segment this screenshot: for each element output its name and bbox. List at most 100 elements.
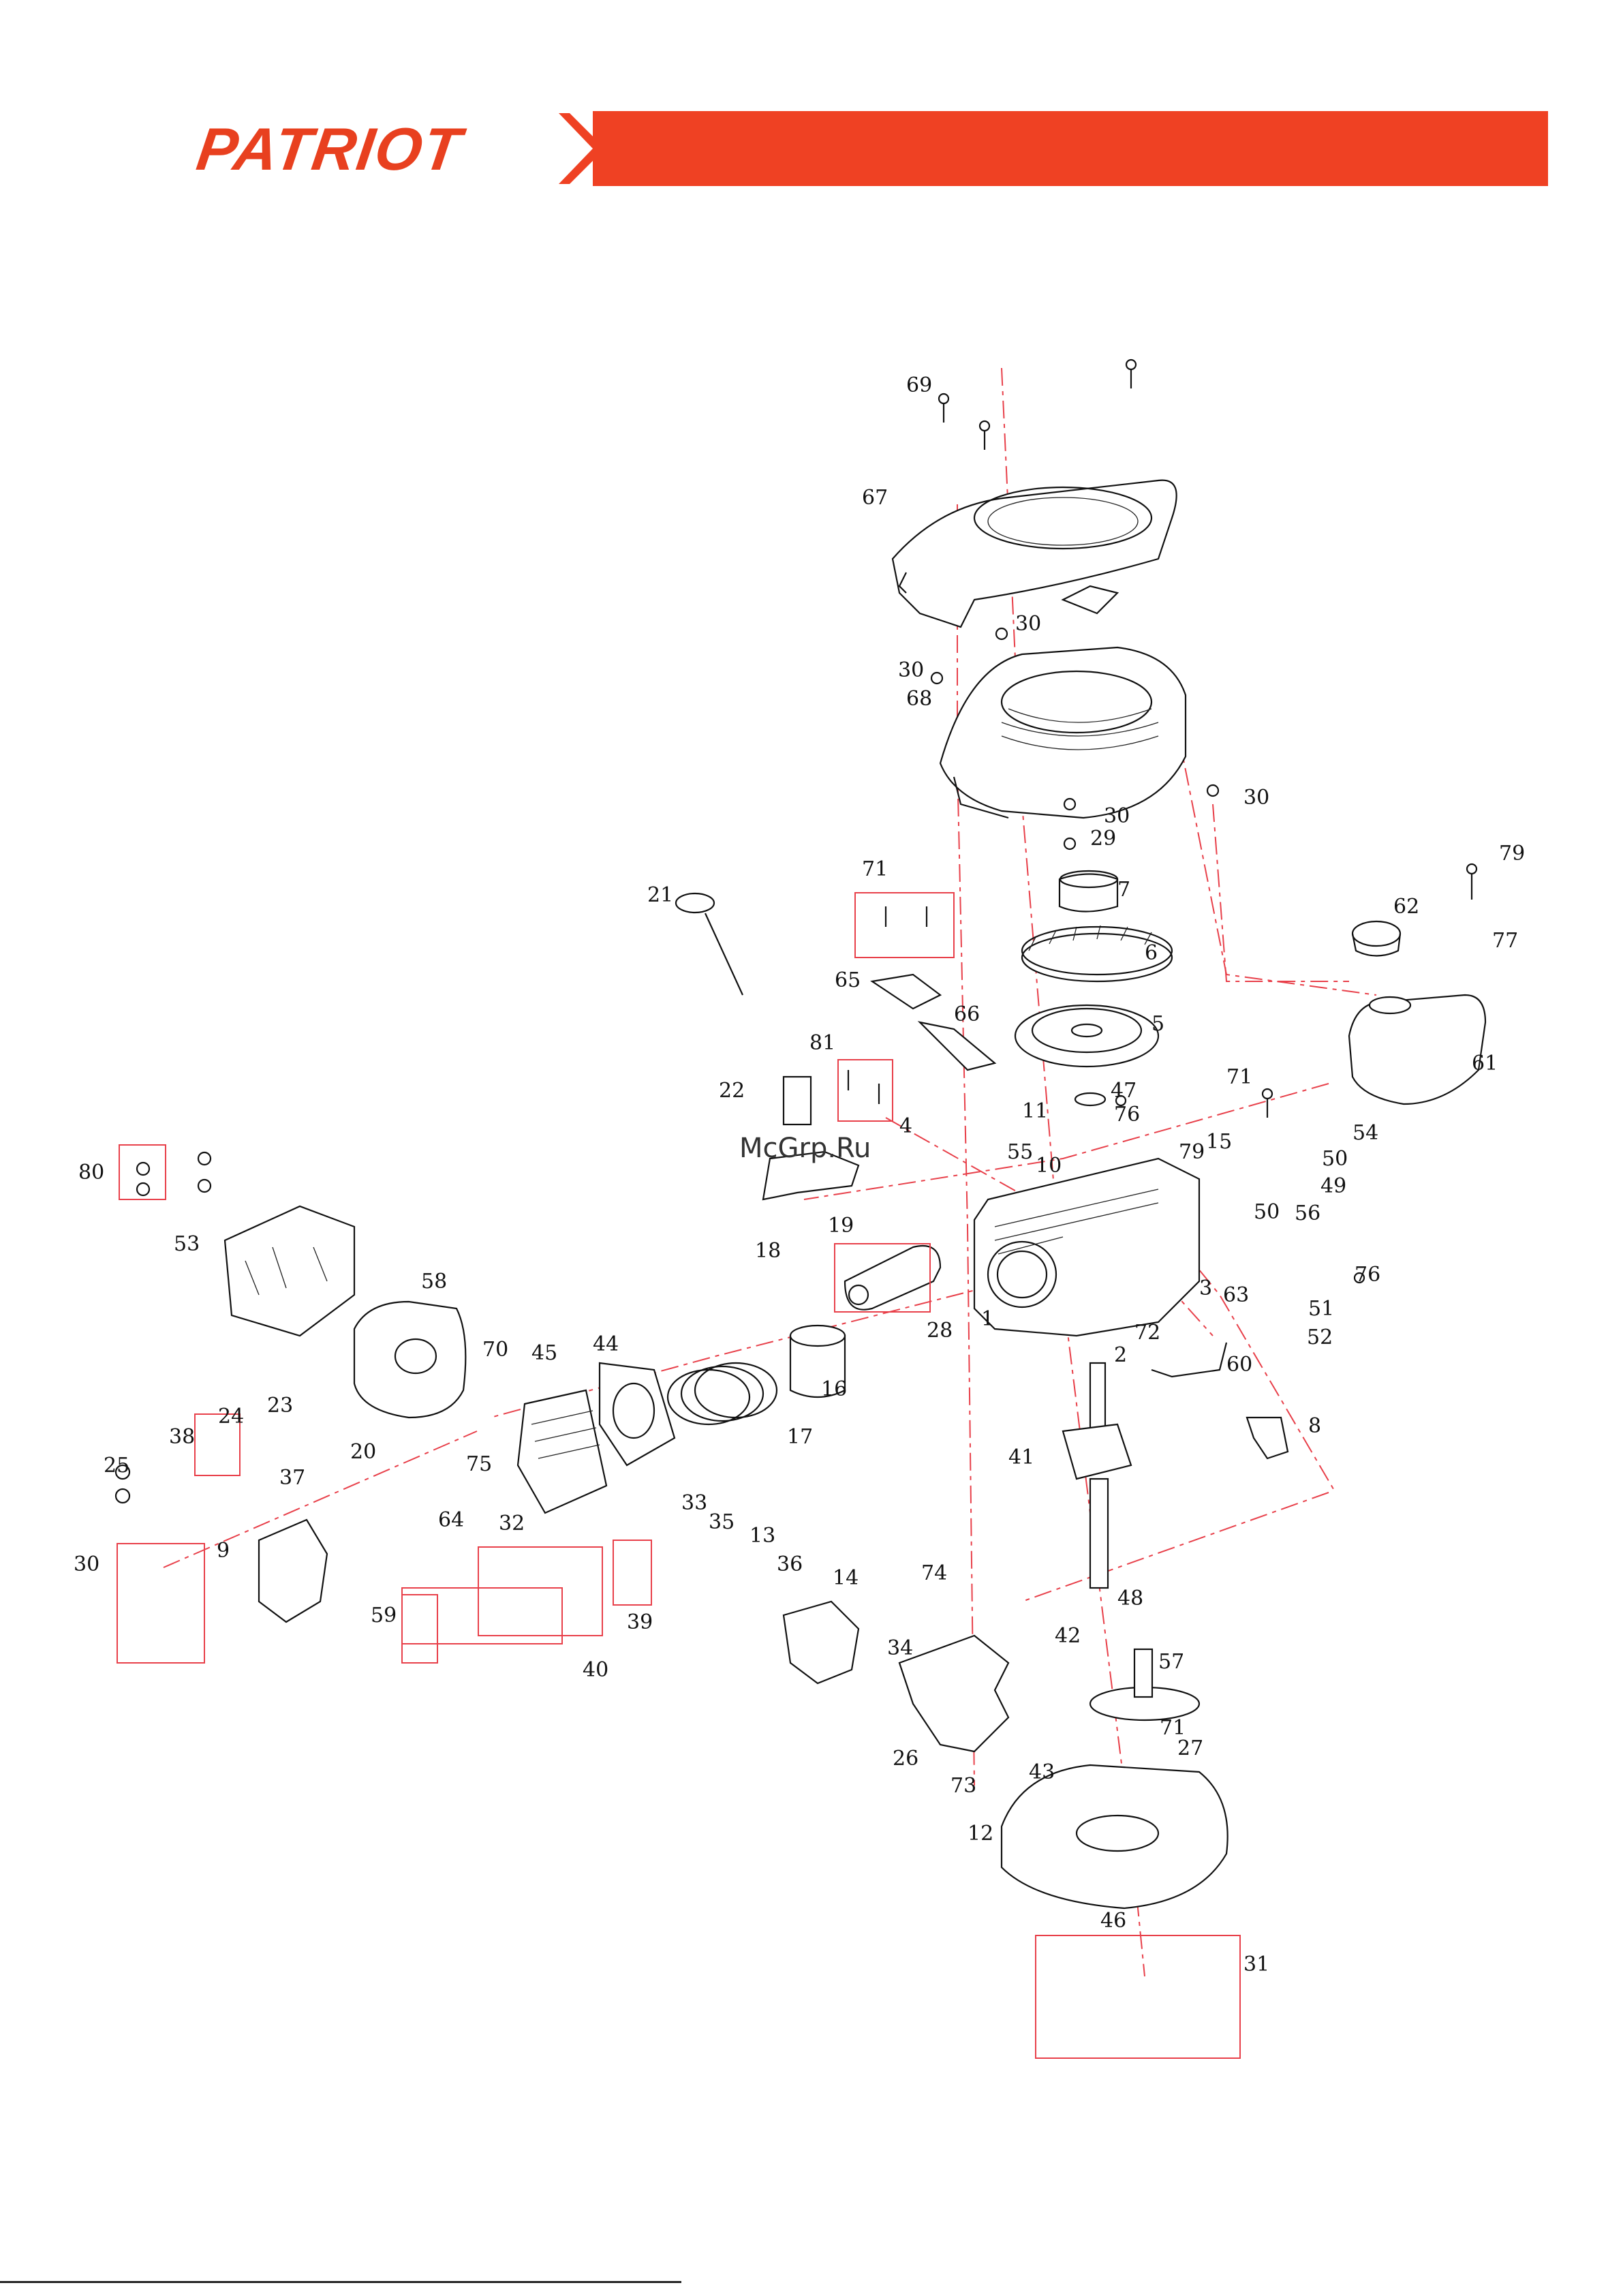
callout-76: 76	[1355, 1263, 1380, 1287]
callout-73: 73	[950, 1774, 976, 1798]
callout-63: 63	[1223, 1283, 1249, 1307]
part-67-top-shroud	[893, 480, 1177, 627]
callout-23: 23	[267, 1394, 293, 1418]
callout-22: 22	[719, 1079, 745, 1103]
part-28-connecting-rod	[845, 1246, 940, 1310]
callout-3: 3	[1199, 1276, 1212, 1300]
callout-67: 67	[862, 486, 888, 510]
part-41-crankshaft	[1063, 1363, 1131, 1588]
callout-57: 57	[1158, 1650, 1184, 1674]
callout-79: 79	[1499, 842, 1525, 866]
callout-45: 45	[531, 1341, 557, 1365]
callout-21: 21	[647, 883, 673, 907]
callout-55: 55	[1007, 1140, 1033, 1164]
callout-80: 80	[78, 1161, 104, 1184]
part-47-washer	[1075, 1093, 1105, 1105]
callout-38: 38	[169, 1425, 195, 1449]
callout-30: 30	[1104, 804, 1130, 828]
callout-42: 42	[1055, 1624, 1081, 1648]
callout-31: 31	[1243, 1953, 1269, 1976]
callout-59: 59	[371, 1604, 397, 1627]
part-68-fan-housing	[940, 647, 1186, 818]
callout-65: 65	[835, 968, 861, 992]
part-61-fuel-tank	[1349, 995, 1485, 1104]
callout-9: 9	[217, 1539, 230, 1563]
callout-20: 20	[350, 1440, 376, 1464]
watermark: McGrp.Ru	[739, 1133, 871, 1164]
part-26-air-cleaner	[899, 1636, 1008, 1751]
part-17-piston-rings	[668, 1363, 777, 1424]
callout-34: 34	[887, 1636, 913, 1660]
callout-60: 60	[1226, 1353, 1252, 1377]
callout-77: 77	[1492, 929, 1518, 953]
callout-24: 24	[218, 1405, 244, 1428]
callout-69: 69	[906, 373, 932, 397]
part-1-crankcase	[974, 1159, 1199, 1336]
callout-54: 54	[1352, 1121, 1378, 1145]
callout-14: 14	[833, 1566, 859, 1590]
callout-28: 28	[927, 1319, 953, 1343]
callout-53: 53	[174, 1232, 200, 1256]
part-22-oil-fill-tube	[784, 1077, 811, 1124]
callout-16: 16	[821, 1377, 847, 1401]
part-7-starter-cup	[1060, 871, 1117, 912]
callout-39: 39	[627, 1610, 653, 1634]
callout-62: 62	[1393, 895, 1419, 919]
callout-47: 47	[1111, 1079, 1137, 1103]
callout-49: 49	[1320, 1174, 1346, 1198]
callout-66: 66	[954, 1002, 980, 1026]
callout-5: 5	[1151, 1012, 1164, 1036]
callout-50: 50	[1322, 1147, 1348, 1171]
callout-18: 18	[755, 1239, 781, 1263]
part-53-muffler-guard	[225, 1206, 354, 1336]
callout-6: 6	[1145, 941, 1158, 965]
callout-8: 8	[1308, 1414, 1321, 1438]
part-65-bracket	[872, 975, 940, 1009]
callout-76: 76	[1114, 1103, 1140, 1127]
callout-71: 71	[1226, 1065, 1252, 1089]
callout-27: 27	[1177, 1736, 1203, 1760]
part-66-lever	[920, 1022, 995, 1070]
callout-52: 52	[1307, 1326, 1333, 1349]
callout-35: 35	[709, 1510, 735, 1534]
callout-71: 71	[862, 857, 888, 881]
part-12-crankcase-cover	[1002, 1765, 1228, 1908]
footer-rule	[0, 2281, 681, 2283]
callout-48: 48	[1117, 1587, 1143, 1610]
callout-12: 12	[968, 1822, 993, 1846]
part-21-dipstick	[676, 893, 743, 995]
callout-72: 72	[1134, 1321, 1160, 1345]
part-8-elbow	[1247, 1418, 1288, 1458]
part-45-cylinder-head	[518, 1390, 606, 1513]
callout-70: 70	[482, 1338, 508, 1362]
callout-10: 10	[1036, 1154, 1062, 1178]
callout-30: 30	[74, 1552, 99, 1576]
callout-30: 30	[1243, 786, 1269, 810]
part-58-air-filter	[354, 1302, 465, 1418]
callout-44: 44	[593, 1332, 619, 1356]
callout-79: 79	[1179, 1140, 1205, 1164]
callout-15: 15	[1206, 1130, 1232, 1154]
callout-68: 68	[906, 687, 932, 711]
callout-74: 74	[921, 1561, 947, 1585]
callout-30: 30	[898, 658, 924, 682]
callout-56: 56	[1295, 1201, 1320, 1225]
callout-11: 11	[1022, 1099, 1048, 1123]
callout-29: 29	[1090, 827, 1116, 851]
part-62-fuel-cap	[1352, 921, 1400, 956]
callout-36: 36	[777, 1552, 803, 1576]
callout-50: 50	[1254, 1200, 1280, 1224]
callout-19: 19	[828, 1214, 854, 1238]
callout-25: 25	[104, 1454, 129, 1478]
callout-37: 37	[279, 1466, 305, 1490]
callout-26: 26	[893, 1747, 918, 1771]
callout-32: 32	[499, 1512, 525, 1535]
callout-41: 41	[1008, 1445, 1034, 1469]
callout-1: 1	[981, 1307, 994, 1331]
callout-61: 61	[1472, 1052, 1498, 1075]
part-44-head-gasket	[600, 1363, 675, 1465]
callout-64: 64	[438, 1508, 464, 1532]
part-60-link-rod	[1151, 1343, 1226, 1377]
callout-75: 75	[466, 1452, 492, 1476]
